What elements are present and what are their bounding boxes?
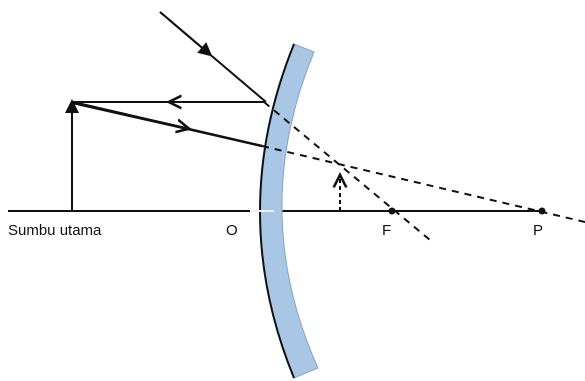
reflected-ray-2 bbox=[71, 102, 263, 147]
incident-ray-1-arrow bbox=[159, 11, 213, 57]
virtual-extension-to-center bbox=[261, 145, 585, 223]
pole-label: O bbox=[226, 222, 238, 239]
focus-point bbox=[388, 207, 396, 215]
center-point bbox=[538, 207, 546, 215]
focus-label: F bbox=[382, 222, 391, 239]
axis-label: Sumbu utama bbox=[8, 222, 102, 239]
center-label: P bbox=[533, 222, 543, 239]
virtual-extension-to-focus bbox=[263, 101, 431, 241]
